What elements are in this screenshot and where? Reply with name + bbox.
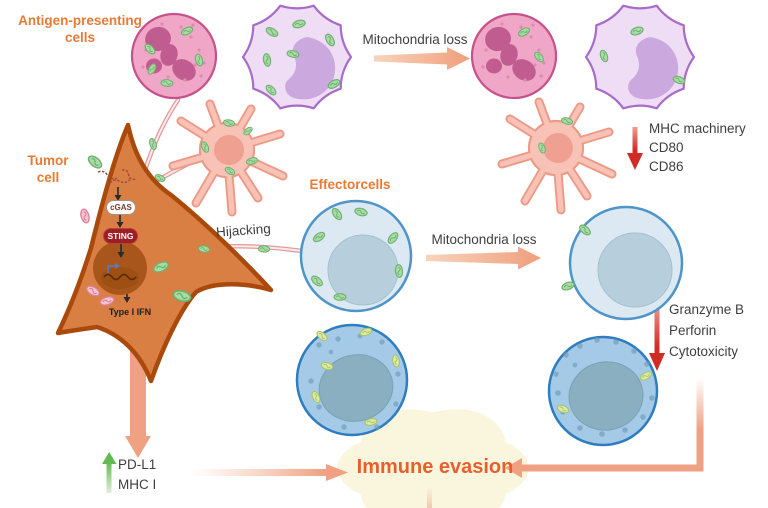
effector-decrease-list: Granzyme B Perforin Cytotoxicity bbox=[669, 299, 768, 362]
cytotoxicity-line: Cytotoxicity bbox=[669, 344, 739, 359]
pdl1-line: PD-L1 bbox=[118, 457, 157, 472]
type-i-ifn-label: Type I IFN bbox=[108, 307, 152, 317]
effector-t-cell-before bbox=[299, 199, 413, 313]
mitochondria-loss-arrow-apc bbox=[374, 47, 470, 70]
sting-pill: STING bbox=[103, 228, 138, 244]
mitochondria-loss-apc-label: Mitochondria loss bbox=[362, 32, 468, 47]
cytosolic-dna-fragments bbox=[97, 169, 136, 184]
neutrophil-cell-after bbox=[470, 12, 558, 100]
transcription-start-arrow-icon bbox=[107, 263, 120, 273]
immune-evasion-down-stub bbox=[427, 487, 432, 508]
tumor-cell-label: Tumor cell bbox=[27, 153, 69, 185]
effector-t-cell-after bbox=[560, 205, 684, 321]
cgas-pill: cGAS bbox=[106, 200, 136, 215]
immune-evasion-starburst bbox=[337, 409, 529, 508]
immune-evasion-arrow-left bbox=[190, 464, 348, 481]
increase-arrow-tumor bbox=[102, 452, 117, 493]
nk-cell-before bbox=[295, 323, 409, 437]
dendritic-cell-after bbox=[502, 102, 612, 210]
pathway-arrows bbox=[114, 187, 131, 303]
mhc-machinery-line: MHC machinery bbox=[649, 121, 746, 136]
tumor-down-arrow bbox=[125, 348, 151, 458]
cd80-line: CD80 bbox=[649, 140, 684, 155]
nk-cell-after bbox=[547, 335, 659, 447]
nuclear-dna bbox=[103, 273, 137, 281]
cd86-line: CD86 bbox=[649, 159, 684, 174]
mhc-i-line: MHC I bbox=[118, 477, 157, 492]
decrease-arrow-effector bbox=[649, 303, 665, 371]
mitochondria-loss-arrow-effector bbox=[426, 246, 541, 270]
decrease-arrow-apc bbox=[627, 127, 643, 170]
antigen-presenting-cells-label: Antigen-presenting cells bbox=[18, 13, 142, 45]
perforin-line: Perforin bbox=[669, 323, 717, 338]
immune-evasion-arrow-right bbox=[505, 378, 704, 478]
mitochondria-loss-effector-label: Mitochondria loss bbox=[431, 232, 537, 247]
tumor-cell bbox=[55, 122, 274, 384]
immune-evasion-label: Immune evasion bbox=[356, 456, 514, 478]
cytotoxic-granules bbox=[308, 333, 401, 430]
tumor-increase-list: PD-L1 MHC I bbox=[118, 455, 188, 495]
effector-cells-label: Effectorcells bbox=[309, 177, 391, 192]
granzyme-b-line: Granzyme B bbox=[669, 302, 745, 317]
apc-decrease-list: MHC machinery CD80 CD86 bbox=[649, 119, 767, 176]
